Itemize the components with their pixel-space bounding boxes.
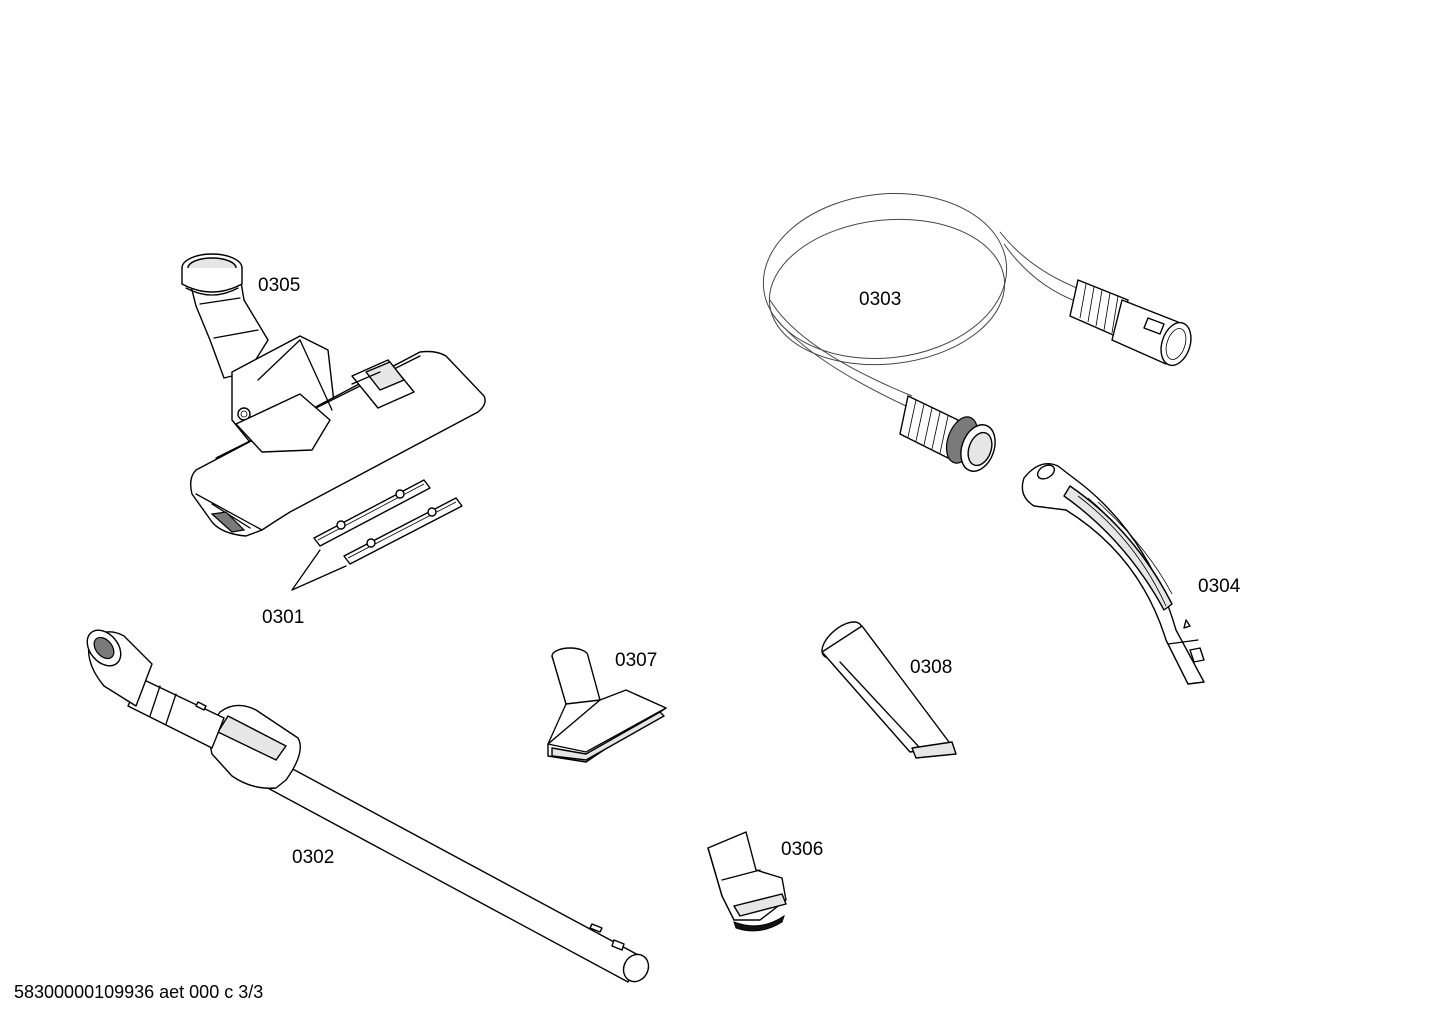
strips-drawing <box>291 479 463 591</box>
handle-drawing <box>1021 463 1205 685</box>
part-label-0302: 0302 <box>292 847 335 868</box>
drawing-reference-footer: 58300000109936 aet 000 c 3/3 <box>14 982 264 1002</box>
hose-drawing <box>762 192 1192 472</box>
part-label-0307: 0307 <box>615 650 658 671</box>
part-label-0306: 0306 <box>781 839 824 860</box>
part-label-0304: 0304 <box>1198 576 1241 597</box>
part-label-0305: 0305 <box>258 275 301 296</box>
floor-nozzle-drawing <box>181 253 486 537</box>
upholstery-tool-drawing <box>547 647 667 763</box>
small-nozzle-drawing <box>707 831 787 932</box>
part-label-0308: 0308 <box>910 657 953 678</box>
part-label-0303: 0303 <box>859 289 902 310</box>
crevice-tool-drawing <box>821 621 957 759</box>
part-label-0301: 0301 <box>262 607 305 628</box>
telescopic-tube-drawing <box>86 629 650 983</box>
